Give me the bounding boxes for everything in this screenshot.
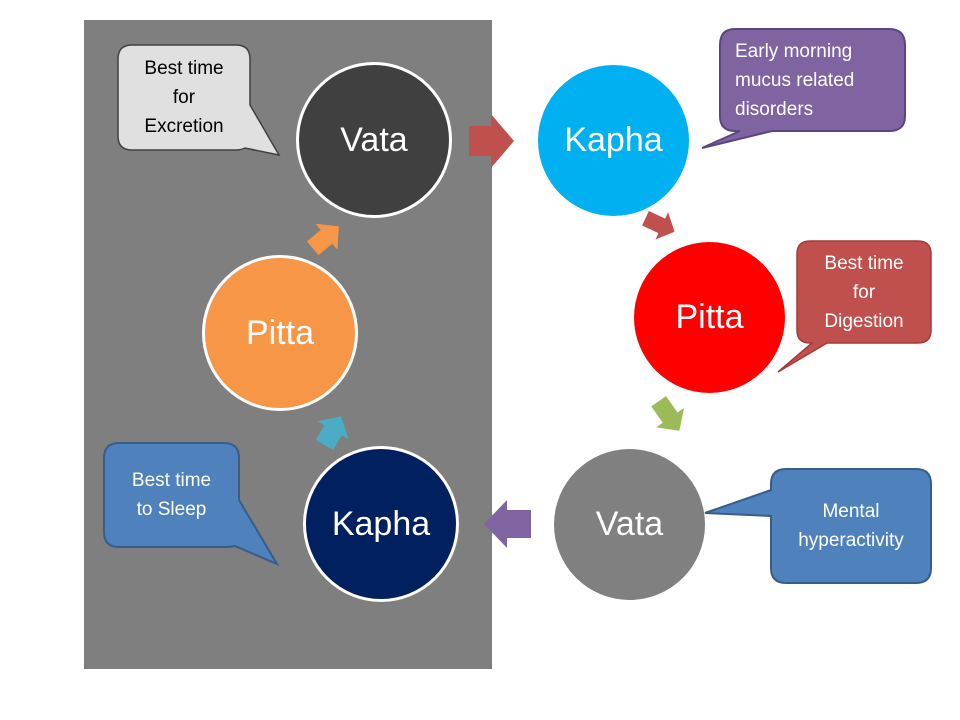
node-vata-top: Vata bbox=[296, 62, 452, 218]
node-pitta-right: Pitta bbox=[634, 242, 785, 393]
callout-shape-digestion bbox=[777, 240, 932, 373]
node-vata-bottom: Vata bbox=[554, 449, 705, 600]
callout-shape-sleep bbox=[103, 442, 280, 567]
node-label: Kapha bbox=[564, 121, 663, 159]
arrow-kapha-to-pitta-left bbox=[315, 416, 349, 450]
node-pitta-left: Pitta bbox=[202, 255, 358, 411]
node-kapha-bottom: Kapha bbox=[303, 446, 459, 602]
node-kapha-top: Kapha bbox=[538, 65, 689, 216]
node-label: Vata bbox=[340, 120, 408, 159]
arrow-pitta-to-vata-top bbox=[306, 223, 339, 256]
arrow-vata-to-kapha-bottom bbox=[484, 500, 531, 548]
arrow-kapha-to-pitta bbox=[642, 210, 675, 240]
callout-shape-excretion bbox=[117, 44, 281, 157]
arrow-pitta-to-vata bbox=[651, 396, 685, 431]
callout-shape-mucus bbox=[701, 28, 906, 149]
callout-shape-mental bbox=[704, 468, 932, 584]
node-label: Kapha bbox=[331, 504, 431, 543]
node-label: Vata bbox=[595, 505, 664, 543]
node-label: Pitta bbox=[675, 298, 744, 336]
node-label: Pitta bbox=[245, 313, 315, 352]
arrow-vata-to-kapha bbox=[469, 114, 514, 168]
